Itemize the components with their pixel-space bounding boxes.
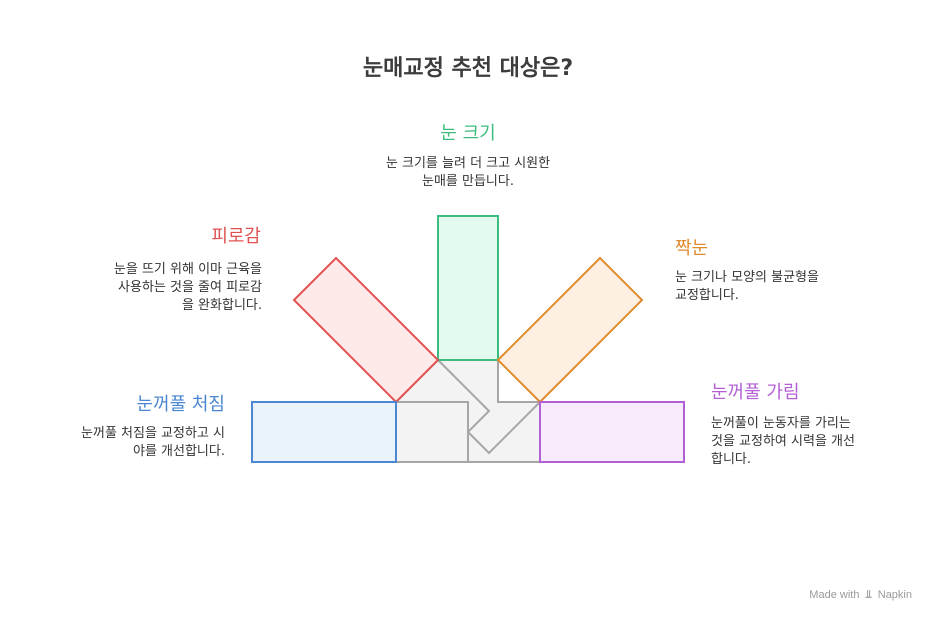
label-eyelid-droop: 눈꺼풀 처짐 xyxy=(136,394,225,415)
diagram-title: 눈매교정 추천 대상은? xyxy=(362,56,574,81)
desc-line: 눈매를 만듭니다. xyxy=(422,174,514,189)
bar-eyelid-cover xyxy=(539,401,685,463)
label-fatigue: 피로감 xyxy=(211,226,261,247)
desc-line: 합니다. xyxy=(711,452,752,467)
bar-eyelid-droop xyxy=(251,401,397,463)
bar-asymmetry xyxy=(496,256,644,404)
desc-line: 사용하는 것을 줄여 피로감 xyxy=(118,280,262,295)
bar-fatigue xyxy=(292,256,440,404)
desc-eye-size: 눈 크기를 늘려 더 크고 시원한 눈매를 만듭니다. xyxy=(386,155,550,191)
desc-line: 눈 크기를 늘려 더 크고 시원한 xyxy=(385,156,551,171)
label-eye-size: 눈 크기 xyxy=(440,123,496,144)
desc-line: 것을 교정하여 시력을 개선 xyxy=(711,434,855,449)
label-eyelid-cover: 눈꺼풀 가림 xyxy=(711,382,800,403)
desc-asymmetry: 눈 크기나 모양의 불균형을 교정합니다. xyxy=(675,269,819,305)
desc-line: 을 완화합니다. xyxy=(181,298,262,313)
desc-eyelid-droop: 눈꺼풀 처짐을 교정하고 시 야를 개선합니다. xyxy=(81,425,225,461)
desc-line: 눈을 뜨기 위해 이마 근육을 xyxy=(113,262,262,277)
desc-line: 눈꺼풀 처짐을 교정하고 시 xyxy=(81,426,225,441)
desc-line: 교정합니다. xyxy=(675,288,739,303)
desc-line: 눈꺼풀이 눈동자를 가리는 xyxy=(711,416,851,431)
bar-eye-size xyxy=(437,215,499,361)
desc-line: 야를 개선합니다. xyxy=(133,444,225,459)
label-asymmetry: 짝눈 xyxy=(675,238,709,259)
napkin-logo-icon: ⫫ xyxy=(865,589,872,601)
desc-fatigue: 눈을 뜨기 위해 이마 근육을 사용하는 것을 줄여 피로감 을 완화합니다. xyxy=(114,261,262,315)
made-with-napkin[interactable]: Made with ⫫ Napkin xyxy=(809,589,912,602)
desc-line: 눈 크기나 모양의 불균형을 xyxy=(675,270,819,285)
made-with-text: Made with xyxy=(809,589,860,601)
desc-eyelid-cover: 눈꺼풀이 눈동자를 가리는 것을 교정하여 시력을 개선 합니다. xyxy=(711,415,855,469)
brand-text: Napkin xyxy=(877,589,912,601)
